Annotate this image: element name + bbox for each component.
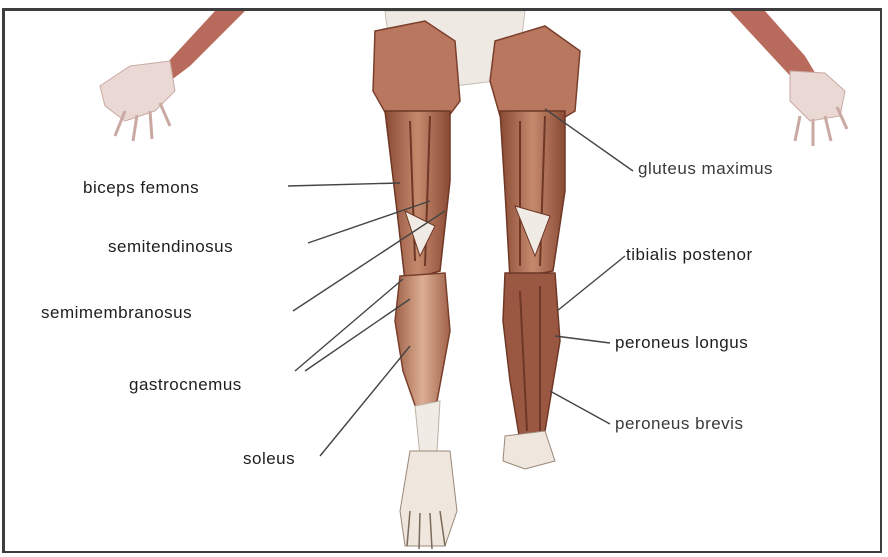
leader-lines: [288, 109, 633, 456]
leader-peroneus-longus: [555, 336, 610, 343]
leader-tibialis-posterior: [557, 256, 625, 311]
leader-soleus: [320, 346, 410, 456]
label-semitendinosus: semitendinosus: [108, 237, 233, 257]
label-gluteus-maximus: gluteus maximus: [638, 159, 773, 179]
label-biceps-femoris: biceps femons: [83, 178, 199, 198]
leader-gastrocnemius-2: [305, 299, 410, 371]
right-hand-graphic: [730, 11, 847, 146]
left-leg-graphic: [373, 21, 460, 549]
leg-muscles-illustration: [5, 11, 882, 553]
label-soleus: soleus: [243, 449, 295, 469]
leader-peroneus-brevis: [550, 391, 610, 424]
right-leg-graphic: [490, 26, 580, 469]
label-tibialis-posterior: tibialis postenor: [626, 245, 753, 265]
label-peroneus-longus: peroneus longus: [615, 333, 748, 353]
label-peroneus-brevis: peroneus brevis: [615, 414, 743, 434]
figure-frame: biceps femons semitendinosus semimembran…: [2, 8, 882, 553]
label-gastrocnemius: gastrocnemus: [129, 375, 242, 395]
left-hand-graphic: [100, 11, 245, 141]
leader-gastrocnemius-1: [295, 279, 403, 371]
leader-biceps-femoris: [288, 183, 400, 186]
label-semimembranosus: semimembranosus: [41, 303, 192, 323]
